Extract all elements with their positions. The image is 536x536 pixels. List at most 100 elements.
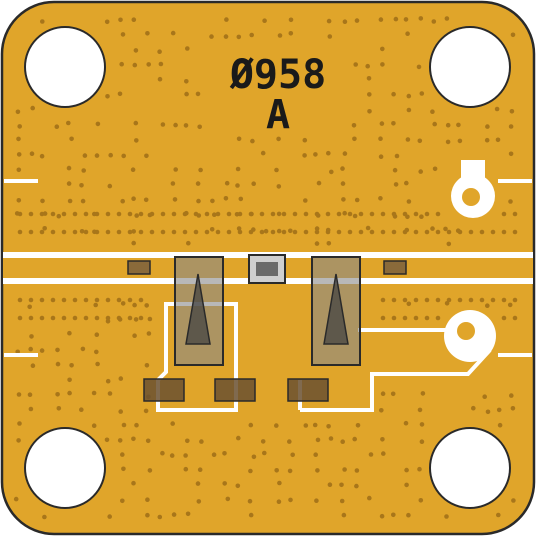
- via-icon: [169, 453, 175, 458]
- via-icon: [403, 17, 409, 22]
- via-icon: [274, 167, 279, 173]
- via-icon: [479, 229, 485, 235]
- mounting-hole-icon[interactable]: [429, 26, 511, 108]
- via-icon: [83, 211, 89, 217]
- via-icon: [224, 180, 230, 186]
- via-icon: [223, 34, 229, 39]
- capacitor-core: [256, 262, 278, 276]
- pad[interactable]: [214, 378, 256, 402]
- via-icon: [30, 363, 36, 369]
- via-icon: [82, 153, 88, 158]
- via-icon: [61, 211, 67, 217]
- via-icon: [28, 346, 33, 352]
- via-icon: [496, 407, 502, 413]
- via-icon: [80, 198, 86, 204]
- via-icon: [196, 198, 201, 204]
- via-icon: [236, 435, 241, 441]
- via-icon: [347, 229, 353, 235]
- mounting-hole-icon[interactable]: [429, 427, 511, 509]
- via-icon: [380, 437, 385, 442]
- via-icon: [66, 165, 72, 171]
- pad[interactable]: [287, 378, 329, 402]
- via-icon: [402, 229, 408, 235]
- via-icon: [147, 316, 153, 322]
- via-icon: [287, 439, 292, 444]
- via-icon: [413, 229, 419, 235]
- chip-right[interactable]: [383, 260, 407, 275]
- via-icon: [134, 213, 139, 218]
- via-icon: [17, 315, 23, 321]
- via-icon: [235, 483, 241, 489]
- via-icon: [468, 297, 474, 303]
- via-icon: [94, 153, 100, 158]
- via-icon: [510, 406, 516, 411]
- via-icon: [512, 229, 518, 235]
- via-icon: [393, 182, 399, 187]
- via-icon: [406, 107, 412, 113]
- pad[interactable]: [143, 378, 185, 402]
- via-icon: [260, 150, 266, 156]
- via-icon: [479, 297, 485, 303]
- via-icon: [393, 16, 399, 22]
- via-icon: [39, 211, 45, 217]
- via-icon: [127, 229, 133, 235]
- capacitor-center[interactable]: [248, 254, 286, 284]
- via-icon: [367, 92, 372, 97]
- via-icon: [127, 211, 133, 217]
- via-icon: [352, 213, 358, 219]
- via-icon: [354, 197, 360, 203]
- via-icon: [510, 32, 516, 38]
- via-icon: [380, 391, 386, 397]
- via-icon: [340, 439, 346, 445]
- via-icon: [121, 153, 126, 159]
- via-icon: [247, 498, 253, 504]
- via-icon: [72, 297, 78, 303]
- via-icon: [501, 315, 507, 321]
- via-icon: [288, 31, 294, 36]
- via-icon: [424, 315, 430, 321]
- transistor-left[interactable]: [174, 256, 224, 366]
- via-icon: [61, 315, 67, 321]
- via-icon: [443, 226, 448, 232]
- via-icon: [277, 33, 283, 38]
- via-icon: [445, 139, 451, 145]
- via-icon: [391, 211, 397, 217]
- via-icon: [490, 229, 496, 235]
- via-icon: [28, 297, 34, 303]
- via-icon: [93, 302, 98, 308]
- transistor-right[interactable]: [311, 256, 361, 366]
- via-icon: [118, 409, 123, 414]
- via-icon: [353, 62, 359, 67]
- via-icon: [507, 302, 513, 308]
- via-icon: [144, 303, 149, 308]
- via-icon: [117, 438, 123, 443]
- via-icon: [116, 315, 122, 321]
- via-icon: [211, 452, 217, 458]
- bias-trace-path: [300, 348, 492, 412]
- via-icon: [485, 124, 490, 129]
- via-icon: [315, 437, 321, 443]
- via-icon: [248, 468, 253, 474]
- via-icon: [417, 407, 423, 413]
- via-icon: [105, 315, 111, 321]
- via-icon: [446, 297, 452, 303]
- via-icon: [270, 211, 276, 217]
- via-icon: [435, 297, 441, 303]
- via-icon: [67, 390, 72, 396]
- via-icon: [391, 91, 396, 97]
- via-icon: [276, 184, 282, 189]
- via-icon: [494, 106, 500, 112]
- triangle-marker-icon: [185, 273, 211, 345]
- via-icon: [28, 211, 34, 217]
- via-icon: [365, 63, 371, 69]
- mounting-holes: [24, 26, 511, 509]
- chip-left[interactable]: [127, 260, 151, 275]
- via-icon: [446, 229, 452, 235]
- via-icon: [182, 229, 188, 235]
- mounting-hole-icon[interactable]: [24, 427, 106, 509]
- via-icon: [496, 512, 501, 518]
- via-icon: [94, 229, 100, 235]
- mounting-hole-icon[interactable]: [24, 26, 106, 108]
- trace-loop: [156, 302, 238, 412]
